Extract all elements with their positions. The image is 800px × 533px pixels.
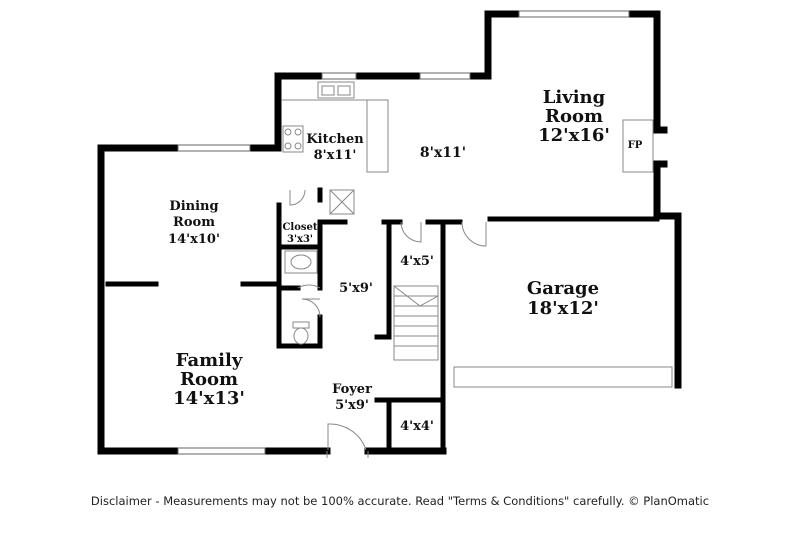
kitchen-dims: 8'x11' xyxy=(314,148,357,163)
family-room-name-1: Family xyxy=(176,350,243,371)
hall-dims: 5'x9' xyxy=(339,281,373,296)
garage-name: Garage xyxy=(527,278,599,299)
garage-door xyxy=(453,366,673,388)
stairs xyxy=(393,285,439,361)
foyer-dims: 5'x9' xyxy=(335,398,369,413)
exterior-walls xyxy=(97,10,682,455)
kitchen-name: Kitchen xyxy=(306,132,364,147)
closet-dims: 3'x3' xyxy=(287,234,313,245)
foyer-name: Foyer xyxy=(332,382,372,397)
doors xyxy=(289,189,487,458)
windows xyxy=(177,10,630,455)
dining-room-name-2: Room xyxy=(173,215,215,230)
bath-fixtures xyxy=(284,250,318,345)
family-room-name-2: Room xyxy=(180,369,238,390)
kitchen-fixtures xyxy=(282,81,389,215)
dining-room-name-1: Dining xyxy=(169,199,218,214)
storage-dims: 4'x4' xyxy=(400,419,434,434)
disclaimer-text: Disclaimer - Measurements may not be 100… xyxy=(90,494,710,508)
living-room-dims: 12'x16' xyxy=(538,125,610,146)
breakfast-dims: 8'x11' xyxy=(420,145,466,161)
closet-name: Closet xyxy=(282,222,317,233)
fireplace-label: FP xyxy=(628,140,643,151)
living-room-name-1: Living xyxy=(543,87,606,108)
pantry-dims: 4'x5' xyxy=(400,254,434,269)
living-room-name-2: Room xyxy=(545,106,603,127)
fireplace xyxy=(622,119,654,173)
dining-room-dims: 14'x10' xyxy=(168,232,220,247)
interior-walls xyxy=(105,187,660,453)
family-room-dims: 14'x13' xyxy=(173,388,245,409)
garage-dims: 18'x12' xyxy=(527,298,599,319)
